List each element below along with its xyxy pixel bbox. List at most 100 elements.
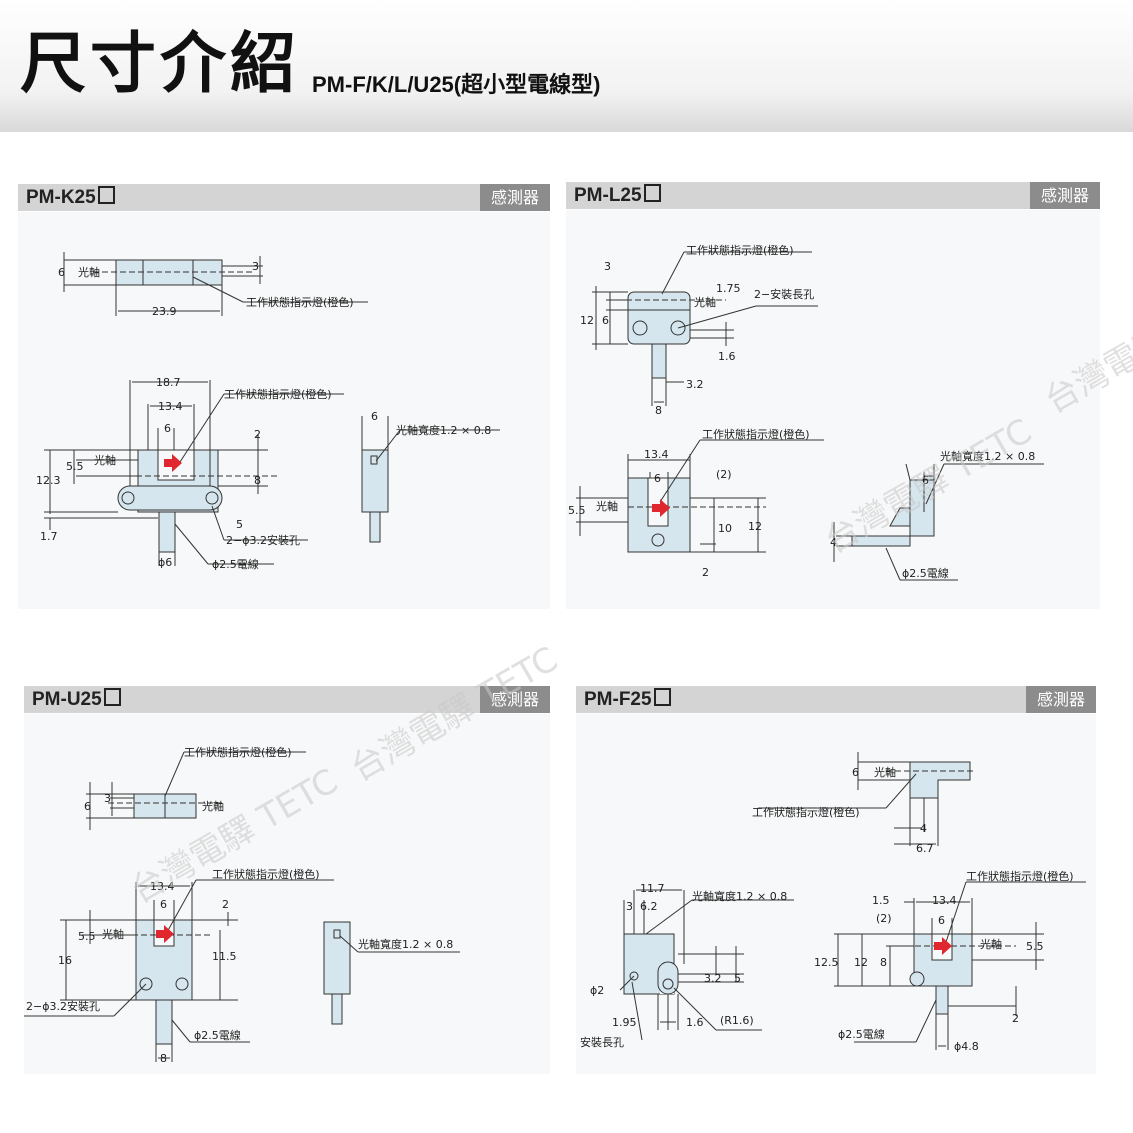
dim-8: 8 bbox=[254, 474, 261, 487]
panel-body bbox=[24, 714, 550, 1074]
sensor-tag: 感測器 bbox=[480, 686, 550, 713]
dim-11-7: 11.7 bbox=[640, 882, 665, 895]
dim-5-5: 5.5 bbox=[66, 460, 84, 473]
optical-axis-label-2: 光軸 bbox=[94, 453, 116, 467]
sensor-tag: 感測器 bbox=[480, 184, 550, 211]
indicator-label-2: 工作狀態指示燈(橙色) bbox=[224, 387, 332, 401]
pm-u25-drawing: 工作狀態指示燈(橙色) 6 3 光軸 工作狀態指示燈(橙色) 13.4 6 2 … bbox=[24, 745, 460, 1065]
pm-f25-drawing: 6 光軸 工作狀態指示燈(橙色) 4 6.7 11.7 3 6.2 光軸寬度1.… bbox=[580, 752, 1086, 1053]
indicator-label-1: 工作狀態指示燈(橙色) bbox=[246, 295, 354, 309]
dim-p2: (2) bbox=[876, 912, 892, 925]
dim-1-5: 1.5 bbox=[872, 894, 890, 907]
dim-8: 8 bbox=[655, 404, 662, 417]
dim-6-7: 6.7 bbox=[916, 842, 934, 855]
top-view-body bbox=[909, 761, 971, 799]
placeholder-square-icon bbox=[103, 688, 121, 706]
dim-2: 2 bbox=[702, 566, 709, 579]
dim-phi6: ϕ6 bbox=[158, 556, 172, 569]
dim-6: 6 bbox=[84, 800, 91, 813]
dim-6c: 6 bbox=[371, 410, 378, 423]
front-view-flange bbox=[117, 485, 223, 511]
optical-axis-label: 光軸 bbox=[78, 265, 100, 279]
dim-2: 2 bbox=[254, 428, 261, 441]
dim-23-9: 23.9 bbox=[152, 305, 177, 318]
dim-5: 5 bbox=[734, 972, 741, 985]
panel-title: PM-U25 bbox=[32, 688, 121, 712]
dim-6: 6 bbox=[58, 266, 65, 279]
panel-header-bar: PM-U25 感測器 bbox=[24, 686, 550, 713]
cable-label: ϕ2.5電線 bbox=[902, 566, 949, 580]
dim-8: 8 bbox=[160, 1052, 167, 1065]
dim-3-2: 3.2 bbox=[686, 378, 704, 391]
dim-5-5: 5.5 bbox=[78, 930, 96, 943]
dim-3: 3 bbox=[252, 260, 259, 273]
panel-body bbox=[576, 714, 1096, 1074]
indicator-label-2: 工作狀態指示燈(橙色) bbox=[212, 867, 320, 881]
sensor-tag: 感測器 bbox=[1030, 182, 1100, 209]
dim-1-7: 1.7 bbox=[40, 530, 58, 543]
panel-header-bar: PM-F25 感測器 bbox=[576, 686, 1096, 713]
indicator-label-1: 工作狀態指示燈(橙色) bbox=[752, 805, 860, 819]
dim-8: 8 bbox=[880, 956, 887, 969]
dim-5: 5 bbox=[236, 518, 243, 531]
indicator-arrow bbox=[164, 454, 182, 472]
dim-13-4: 13.4 bbox=[158, 400, 183, 413]
indicator-arrow bbox=[934, 937, 952, 955]
indicator-label-1: 工作狀態指示燈(橙色) bbox=[686, 243, 794, 257]
dim-13-4: 13.4 bbox=[150, 880, 175, 893]
dim-phi2: ϕ2 bbox=[590, 984, 604, 997]
beam-size-label: 光軸寬度1.2 × 0.8 bbox=[396, 423, 491, 437]
sensor-tag: 感測器 bbox=[1026, 686, 1096, 713]
panel-pm-l25: PM-L25 感測器 bbox=[566, 182, 1100, 609]
cable-label: ϕ2.5電線 bbox=[212, 557, 259, 571]
dim-11-5: 11.5 bbox=[212, 950, 237, 963]
slots-label: 2−安裝長孔 bbox=[754, 287, 814, 301]
dim-6: 6 bbox=[602, 314, 609, 327]
optical-axis-label: 光軸 bbox=[874, 765, 896, 779]
dim-6b: 6 bbox=[160, 898, 167, 911]
optical-axis-label-2: 光軸 bbox=[596, 499, 618, 513]
placeholder-square-icon bbox=[653, 688, 671, 706]
optical-axis-label: 光軸 bbox=[202, 799, 224, 813]
optical-axis-label-2: 光軸 bbox=[102, 927, 124, 941]
optical-axis-label: 光軸 bbox=[694, 295, 716, 309]
dim-3: 3 bbox=[104, 792, 111, 805]
placeholder-square-icon bbox=[643, 184, 661, 202]
dim-2: 2 bbox=[1012, 1012, 1019, 1025]
indicator-label-1: 工作狀態指示燈(橙色) bbox=[184, 745, 292, 759]
pm-l25-drawing: 工作狀態指示燈(橙色) 3 1.75 2−安裝長孔 光軸 12 6 1.6 3.… bbox=[568, 243, 1044, 581]
side-view-body bbox=[323, 921, 351, 995]
page-header: 尺寸介紹 PM-F/K/L/U25(超小型電線型) bbox=[0, 0, 1133, 132]
dim-4: 4 bbox=[830, 536, 837, 549]
dim-6c: 6 bbox=[922, 474, 929, 487]
dim-p2: (2) bbox=[716, 468, 732, 481]
dim-13-4: 13.4 bbox=[644, 448, 669, 461]
panel-pm-k25: PM-K25 感測器 bbox=[18, 184, 550, 609]
dim-12: 12 bbox=[854, 956, 868, 969]
indicator-arrow bbox=[652, 499, 670, 517]
optical-axis-label-2: 光軸 bbox=[980, 937, 1002, 951]
pm-k25-drawing: 6 光軸 3 23.9 工作狀態指示燈(橙色) 18.7 13.4 工作狀態指示… bbox=[36, 252, 500, 571]
dim-1-95: 1.95 bbox=[612, 1016, 637, 1029]
panel-title: PM-L25 bbox=[574, 184, 661, 208]
dim-2: 2 bbox=[222, 898, 229, 911]
placeholder-square-icon bbox=[97, 186, 115, 204]
panel-title: PM-K25 bbox=[26, 186, 115, 210]
cable-label: ϕ2.5電線 bbox=[838, 1027, 885, 1041]
dim-r1-6: (R1.6) bbox=[720, 1014, 754, 1027]
indicator-label-2: 工作狀態指示燈(橙色) bbox=[702, 427, 810, 441]
dim-6b: 6 bbox=[654, 472, 661, 485]
panel-body bbox=[18, 212, 550, 609]
dim-phi4-8: ϕ4.8 bbox=[954, 1040, 979, 1053]
dim-1-6: 1.6 bbox=[718, 350, 736, 363]
panel-header-bar: PM-K25 感測器 bbox=[18, 184, 550, 211]
dim-12-5: 12.5 bbox=[814, 956, 839, 969]
indicator-label-2: 工作狀態指示燈(橙色) bbox=[966, 869, 1074, 883]
dim-12-3: 12.3 bbox=[36, 474, 61, 487]
dim-12b: 12 bbox=[748, 520, 762, 533]
beam-size-label: 光軸寬度1.2 × 0.8 bbox=[358, 937, 453, 951]
beam-size-label: 光軸寬度1.2 × 0.8 bbox=[692, 889, 787, 903]
beam-size-label: 光軸寬度1.2 × 0.8 bbox=[940, 449, 1035, 463]
holes-label: 2−ϕ3.2安裝孔 bbox=[26, 999, 100, 1013]
dim-5-5: 5.5 bbox=[568, 504, 586, 517]
